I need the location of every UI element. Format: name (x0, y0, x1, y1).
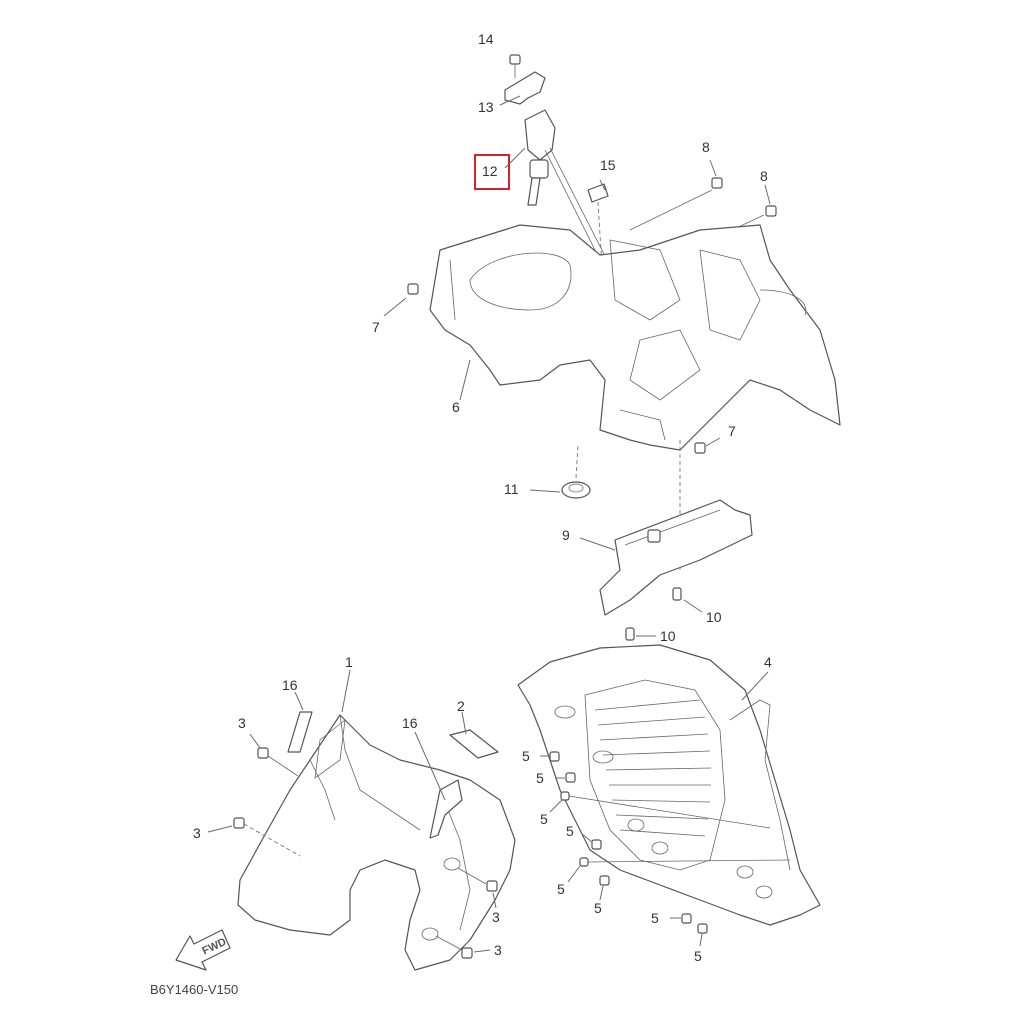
label-9: 9 (562, 527, 570, 543)
label-3-b: 3 (193, 825, 201, 841)
label-7-a: 7 (372, 319, 380, 335)
label-5-g: 5 (651, 910, 659, 926)
clip-15 (587, 179, 609, 301)
label-8-a: 8 (702, 139, 710, 155)
label-14: 14 (478, 31, 494, 47)
label-4: 4 (764, 654, 772, 670)
label-1: 1 (345, 654, 353, 670)
bracket-9 (579, 499, 753, 616)
screws-7 (383, 283, 721, 570)
label-5-d: 5 (566, 823, 574, 839)
label-2: 2 (457, 698, 465, 714)
decal-16-left (287, 691, 346, 779)
front-cover-4 (517, 644, 821, 926)
label-5-c: 5 (540, 811, 548, 827)
rear-fender-6 (429, 224, 841, 451)
label-5-a: 5 (522, 748, 530, 764)
label-3-a: 3 (238, 715, 246, 731)
label-5-h: 5 (694, 948, 702, 964)
seat-lock-assembly (499, 54, 607, 261)
label-16-b: 16 (402, 715, 418, 731)
label-5-f: 5 (594, 900, 602, 916)
highlight-box-12 (474, 154, 510, 190)
fwd-arrow-icon: FWD (175, 929, 231, 971)
label-7-b: 7 (728, 423, 736, 439)
label-3-d: 3 (494, 942, 502, 958)
grommet-11 (529, 444, 591, 499)
label-5-e: 5 (557, 881, 565, 897)
bolts-10 (625, 587, 703, 641)
label-8-b: 8 (760, 168, 768, 184)
label-3-c: 3 (492, 909, 500, 925)
label-6: 6 (452, 399, 460, 415)
label-5-b: 5 (536, 770, 544, 786)
label-10-b: 10 (660, 628, 676, 644)
emblem-2 (449, 711, 499, 759)
grille-slats (594, 699, 712, 837)
fasteners-5 (540, 751, 791, 947)
diagram-code: B6Y1460-V150 (150, 982, 238, 997)
label-15: 15 (600, 157, 616, 173)
label-10-a: 10 (706, 609, 722, 625)
label-12: 12 (482, 163, 498, 179)
part-labels: 14 13 12 15 8 8 7 6 7 11 9 10 10 1 16 16… (193, 31, 772, 964)
label-13: 13 (478, 99, 494, 115)
front-fender-1 (237, 669, 516, 971)
label-11: 11 (504, 481, 519, 497)
screws-3 (207, 733, 498, 959)
label-16-a: 16 (282, 677, 298, 693)
decal-16-right (414, 731, 463, 839)
